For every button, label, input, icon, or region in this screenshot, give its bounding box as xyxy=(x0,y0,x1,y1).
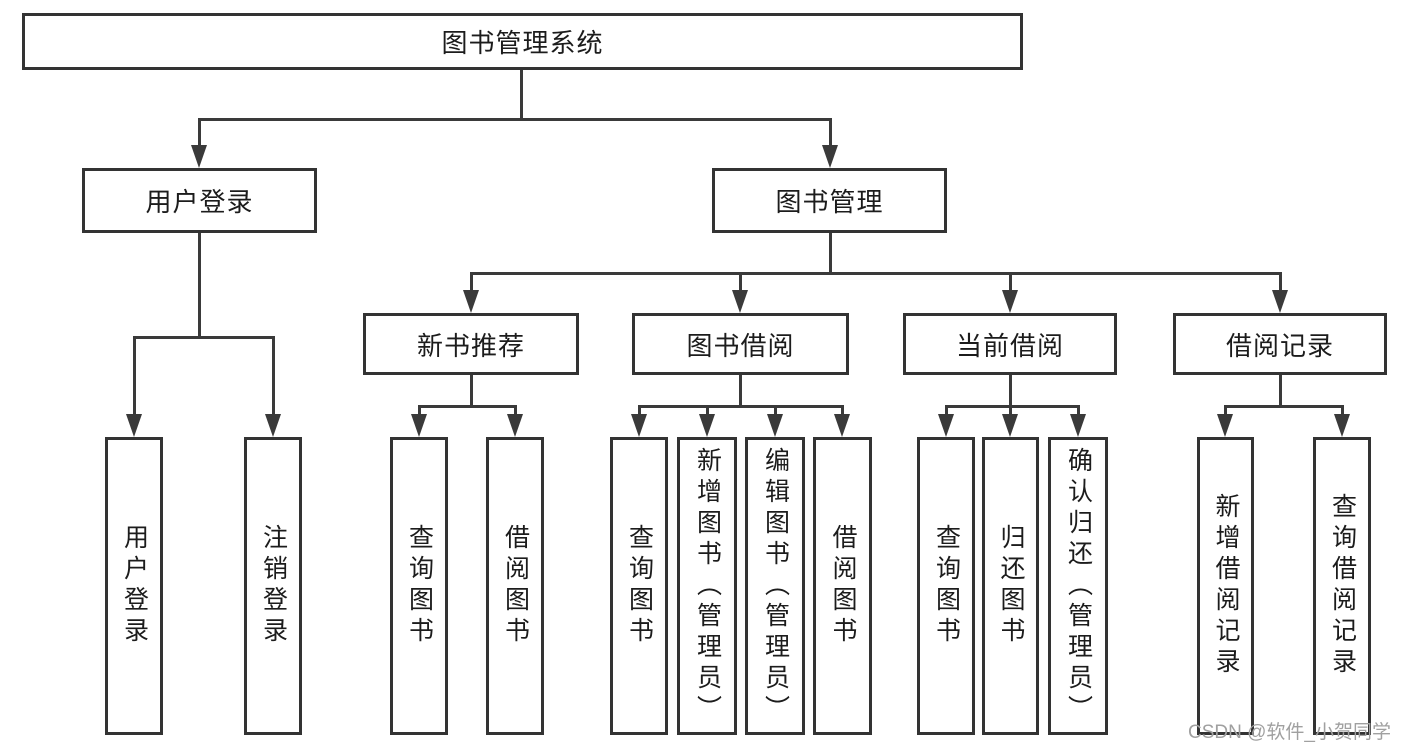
edge-to-rc-query xyxy=(1341,405,1344,414)
arrowhead-icon xyxy=(732,290,748,313)
leaf-label: 注销登录 xyxy=(259,524,288,648)
node-label: 图书管理 xyxy=(775,187,884,217)
leaf-label: 查询图书 xyxy=(625,524,654,648)
edge-to-nb-borrow xyxy=(514,405,517,414)
arrowhead-icon xyxy=(631,414,647,437)
edge-to-leaf-user-login xyxy=(133,336,136,414)
leaf-label: 新增图书（管理员） xyxy=(693,446,722,726)
leaf-logout: 注销登录 xyxy=(244,437,302,735)
edge-to-user-login xyxy=(198,118,201,145)
arrowhead-icon xyxy=(822,145,838,168)
leaf-label: 用户登录 xyxy=(120,524,149,648)
node-user-login: 用户登录 xyxy=(82,168,317,233)
edge-to-new-book xyxy=(470,272,473,290)
node-borrow-records: 借阅记录 xyxy=(1173,313,1387,375)
edge-borrow-rail xyxy=(638,405,843,408)
edge-to-bw-edit xyxy=(774,405,777,414)
arrowhead-icon xyxy=(1217,414,1233,437)
arrowhead-icon xyxy=(507,414,523,437)
arrowhead-icon xyxy=(834,414,850,437)
leaf-bw-add-book-admin: 新增图书（管理员） xyxy=(677,437,737,735)
edge-level3-rail xyxy=(470,272,1282,275)
node-current-borrow: 当前借阅 xyxy=(903,313,1117,375)
edge-current-stem xyxy=(1009,375,1012,405)
arrowhead-icon xyxy=(265,414,281,437)
edge-book-branch-stem xyxy=(829,233,832,272)
edge-to-cu-confirm xyxy=(1077,405,1080,414)
leaf-rc-add-borrow-record: 新增借阅记录 xyxy=(1197,437,1254,735)
node-new-book-recommend: 新书推荐 xyxy=(363,313,579,375)
arrowhead-icon xyxy=(411,414,427,437)
node-label: 用户登录 xyxy=(145,187,254,217)
leaf-label: 借阅图书 xyxy=(501,524,530,648)
node-label: 图书管理系统 xyxy=(441,28,604,58)
edge-borrow-stem xyxy=(739,375,742,405)
edge-to-book-management xyxy=(829,118,832,145)
edge-to-nb-query xyxy=(418,405,421,414)
arrowhead-icon xyxy=(1002,290,1018,313)
leaf-label: 确认归还（管理员） xyxy=(1064,446,1093,726)
edge-to-cu-query xyxy=(945,405,948,414)
node-book-borrow: 图书借阅 xyxy=(632,313,849,375)
node-label: 借阅记录 xyxy=(1225,330,1334,361)
arrowhead-icon xyxy=(938,414,954,437)
arrowhead-icon xyxy=(1002,414,1018,437)
leaf-cu-return-books: 归还图书 xyxy=(982,437,1039,735)
edge-level2-rail xyxy=(198,118,832,121)
arrowhead-icon xyxy=(1070,414,1086,437)
arrowhead-icon xyxy=(767,414,783,437)
leaf-cu-confirm-return-admin: 确认归还（管理员） xyxy=(1048,437,1108,735)
edge-to-book-borrow xyxy=(739,272,742,290)
edge-to-current-borrow xyxy=(1009,272,1012,290)
edge-records-rail xyxy=(1224,405,1344,408)
leaf-bw-borrow-books: 借阅图书 xyxy=(813,437,872,735)
leaf-nb-borrow-books: 借阅图书 xyxy=(486,437,544,735)
leaf-label: 新增借阅记录 xyxy=(1212,493,1240,679)
edge-newbook-stem xyxy=(470,375,473,405)
edge-to-bw-borrow xyxy=(841,405,844,414)
leaf-bw-query-books: 查询图书 xyxy=(610,437,668,735)
leaf-label: 查询图书 xyxy=(932,524,961,648)
node-label: 新书推荐 xyxy=(416,330,525,361)
edge-to-leaf-logout xyxy=(272,336,275,414)
node-label: 图书借阅 xyxy=(686,330,795,361)
edge-to-rc-add xyxy=(1224,405,1227,414)
edge-newbook-rail xyxy=(418,405,517,408)
arrowhead-icon xyxy=(699,414,715,437)
edge-current-rail xyxy=(945,405,1080,408)
arrowhead-icon xyxy=(126,414,142,437)
node-label: 当前借阅 xyxy=(955,330,1064,361)
leaf-label: 查询借阅记录 xyxy=(1328,493,1357,679)
edge-to-cu-return xyxy=(1009,405,1012,414)
edge-user-branch-stem xyxy=(198,233,201,336)
leaf-cu-query-books: 查询图书 xyxy=(917,437,975,735)
leaf-nb-query-books: 查询图书 xyxy=(390,437,448,735)
edge-to-bw-add xyxy=(706,405,709,414)
edge-user-branch-rail xyxy=(133,336,275,339)
arrowhead-icon xyxy=(1334,414,1350,437)
leaf-label: 编辑图书（管理员） xyxy=(761,446,790,726)
edge-to-borrow-records xyxy=(1279,272,1282,290)
leaf-label: 查询图书 xyxy=(405,524,434,648)
node-book-management: 图书管理 xyxy=(712,168,947,233)
leaf-bw-edit-book-admin: 编辑图书（管理员） xyxy=(745,437,805,735)
leaf-user-login: 用户登录 xyxy=(105,437,163,735)
leaf-label: 归还图书 xyxy=(997,524,1025,648)
arrowhead-icon xyxy=(191,145,207,168)
arrowhead-icon xyxy=(1272,290,1288,313)
watermark-text: CSDN @软件_小贺同学 xyxy=(1188,722,1391,743)
edge-records-stem xyxy=(1279,375,1282,405)
leaf-rc-query-borrow-record: 查询借阅记录 xyxy=(1313,437,1371,735)
edge-root-stem xyxy=(520,70,523,118)
node-library-management-system: 图书管理系统 xyxy=(22,13,1023,70)
edge-to-bw-query xyxy=(638,405,641,414)
arrowhead-icon xyxy=(463,290,479,313)
leaf-label: 借阅图书 xyxy=(829,524,857,648)
